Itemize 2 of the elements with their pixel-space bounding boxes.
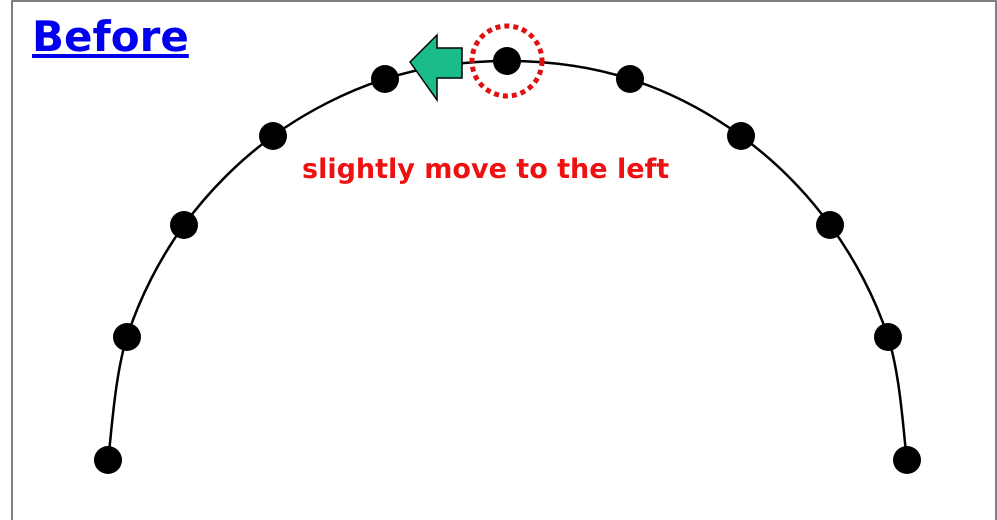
annotation-text: slightly move to the left: [302, 154, 670, 186]
title: Before: [32, 14, 189, 60]
